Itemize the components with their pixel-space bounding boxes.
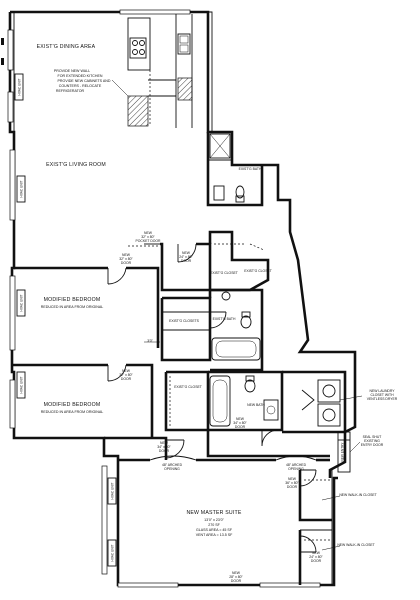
note-new-entry: NEW ENTRY — [341, 442, 345, 462]
arched-openings — [149, 455, 317, 461]
master-vent: VENT AREA = 13.5 SF — [196, 533, 233, 537]
note-door-b: DOOR — [181, 259, 192, 263]
room-master-label: NEW MASTER SUITE — [186, 510, 241, 516]
hvac-label: HVAC UNIT — [111, 482, 115, 499]
hvac-unit — [14, 73, 24, 101]
room-bedroom1-note: REDUCED IN AREA FROM ORIGINAL — [41, 305, 104, 309]
note-door-a: 32" x 80" — [119, 257, 133, 261]
note-door-e: NEW — [236, 417, 245, 421]
room-bedroom1-label: MODIFIED BEDROOM — [44, 297, 101, 303]
binding-mark — [1, 58, 4, 65]
hvac-units: HVAC UNIT HVAC UNIT HVAC UNIT HVAC UNIT … — [14, 73, 117, 567]
note-door-c: NEW — [122, 369, 131, 373]
walkin2-label: NEW WALK-IN CLOSET — [337, 543, 374, 547]
kitchen-note-line2: FOR EXTENDED KITCHEN — [58, 74, 103, 78]
kitchen-note-line1: PROVIDE NEW WALL — [54, 69, 90, 73]
note-arch-left: OPENING — [164, 467, 180, 471]
note-pocket-door: 32" x 80" — [141, 235, 155, 239]
closets-label: EXIST'G CLOSETS — [169, 319, 200, 323]
note-door-a: NEW — [122, 253, 131, 257]
note-pocket-door: NEW — [144, 231, 153, 235]
note-arch-right: OPENING — [288, 467, 304, 471]
note-door-d: 34" x 80" — [157, 445, 171, 449]
room-labels: EXIST'G DINING AREA PROVIDE NEW WALL FOR… — [37, 44, 377, 547]
note-door-h: NEW — [232, 571, 241, 575]
hvac-unit — [107, 539, 117, 567]
interior-walls — [12, 132, 347, 585]
closet-c-label: EXIST'G CLOSET — [174, 385, 202, 389]
kitchen-note-line4: COUNTERS - RELOCATE — [59, 84, 102, 88]
hvac-unit — [107, 477, 117, 505]
master-glass: GLASS AREA = 45 SF — [196, 528, 233, 532]
hvac-label: HVAC UNIT — [20, 180, 24, 197]
kitchen-note-line5: REFRIGERATOR — [56, 89, 85, 93]
note-door-b: NEW — [182, 251, 191, 255]
closet-b-label: EXIST'G CLOSET — [244, 269, 272, 273]
hvac-label: HVAC UNIT — [20, 294, 24, 311]
room-living-label: EXIST'G LIVING ROOM — [46, 162, 106, 168]
hvac-label: HVAC UNIT — [111, 544, 115, 561]
note-laundry: VENTLESS DRYER — [367, 397, 398, 401]
note-seal-entry: ENTRY DOOR — [361, 443, 384, 447]
note-door-d: DOOR — [159, 449, 170, 453]
note-seal-entry: SEAL SHUT — [363, 435, 382, 439]
note-door-d: NEW — [160, 441, 169, 445]
hvac-unit — [16, 175, 26, 203]
hvac-label: HVAC UNIT — [18, 78, 22, 95]
note-arch-left: 48" ARCHED — [162, 463, 183, 467]
note-door-h: DOOR — [231, 579, 242, 583]
note-pocket-door: POCKET DOOR — [136, 239, 162, 243]
note-door-g: 24" x 80" — [309, 555, 323, 559]
kitchen-note-line3: PROVIDE NEW CABINETS AND — [58, 79, 111, 83]
walkin1-label: NEW WALK-IN CLOSET — [339, 493, 376, 497]
note-door-f: DOOR — [287, 485, 298, 489]
master-area: 270 SF — [208, 523, 220, 527]
windows — [7, 9, 321, 588]
note-door-a: DOOR — [121, 261, 132, 265]
hvac-unit — [16, 289, 26, 317]
door-notes: NEW 32" x 80" POCKET DOOR NEW 32" x 80" … — [119, 231, 398, 583]
note-door-c: 32" x 80" — [119, 373, 133, 377]
note-laundry: NEW LAUNDRY — [370, 389, 396, 393]
room-bedroom2-note: REDUCED IN AREA FROM ORIGINAL — [41, 410, 104, 414]
binding-mark — [1, 38, 4, 45]
kitchen — [127, 14, 193, 128]
fixtures — [169, 133, 341, 541]
note-door-f: NEW — [288, 477, 297, 481]
note-door-e: 34" x 80" — [233, 421, 247, 425]
hvac-label: HVAC UNIT — [20, 376, 24, 393]
master-dims: 13'0" x 23'0" — [204, 518, 224, 522]
note-door-h: 28" x 80" — [229, 575, 243, 579]
note-arch-right: 48" ARCHED — [286, 463, 307, 467]
room-bedroom2-label: MODIFIED BEDROOM — [44, 402, 101, 408]
note-door-c: DOOR — [121, 377, 132, 381]
hvac-unit — [16, 371, 26, 399]
bath-top-label: EXIST'G BATH — [239, 167, 262, 171]
note-door-g: NEW — [312, 551, 321, 555]
note-door-e: DOOR — [235, 425, 246, 429]
note-seal-entry: EXISTING — [364, 439, 380, 443]
bath-new-label: NEW BATH — [247, 403, 265, 407]
note-door-f: 36" x 80" — [285, 481, 299, 485]
closet-a-label: EXIST'G CLOSET — [210, 271, 238, 275]
room-dining-label: EXIST'G DINING AREA — [37, 44, 96, 50]
note-laundry: CLOSET WITH — [370, 393, 394, 397]
note-dim: 3'0" — [147, 339, 153, 343]
leader-lines — [111, 79, 363, 551]
note-door-b: 24" x 80" — [179, 255, 193, 259]
note-door-g: DOOR — [311, 559, 322, 563]
bath-mid-label: EXIST'G BATH — [213, 317, 236, 321]
